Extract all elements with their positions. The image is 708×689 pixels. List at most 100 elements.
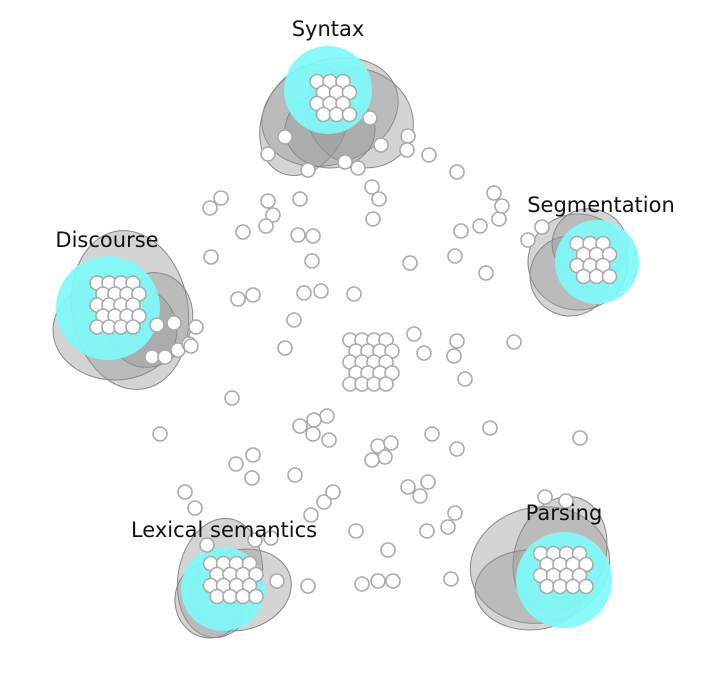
topic-node xyxy=(364,452,380,468)
topic-node xyxy=(478,265,494,281)
cluster-labels: Syntax Segmentation Discourse Lexical se… xyxy=(55,17,674,542)
topic-node xyxy=(354,576,370,592)
topic-node xyxy=(157,349,173,365)
topic-node xyxy=(494,198,510,214)
cluster-label-lexical-semantics: Lexical semantics xyxy=(131,518,317,542)
syntax-member-node xyxy=(315,106,332,123)
topic-node xyxy=(346,286,362,302)
nodes xyxy=(89,73,618,605)
lexical-semantics-member-node xyxy=(235,588,251,605)
topic-node xyxy=(152,426,168,442)
segmentation-member-node xyxy=(601,268,618,285)
topic-node xyxy=(472,218,488,234)
topic-node xyxy=(449,333,465,349)
topic-node xyxy=(319,408,335,424)
topic-node xyxy=(188,319,204,335)
topic-node xyxy=(224,390,240,406)
topic-node xyxy=(245,287,261,303)
topic-node xyxy=(377,449,393,465)
topic-node xyxy=(371,191,387,207)
topic-node xyxy=(292,418,308,434)
central-cluster-node xyxy=(378,376,394,392)
segmentation-member-node xyxy=(588,268,605,285)
topic-node xyxy=(304,253,320,269)
parsing-member-node xyxy=(565,578,581,595)
topic-node xyxy=(316,494,332,510)
parsing-member-node xyxy=(552,578,568,595)
cluster-label-discourse: Discourse xyxy=(55,228,158,252)
topic-node xyxy=(558,493,574,509)
topic-node xyxy=(305,228,321,244)
topic-node xyxy=(447,505,463,521)
topic-node xyxy=(177,484,193,500)
topic-node xyxy=(292,191,308,207)
topic-node xyxy=(402,255,418,271)
topic-node xyxy=(321,432,337,448)
topic-node xyxy=(385,573,401,589)
syntax-member-node xyxy=(328,106,345,123)
topic-node xyxy=(399,142,415,158)
cluster-label-segmentation: Segmentation xyxy=(527,193,675,217)
topic-node xyxy=(203,249,219,265)
topic-node xyxy=(420,474,436,490)
topic-node xyxy=(486,185,502,201)
topic-node xyxy=(537,489,553,505)
topic-node xyxy=(166,315,182,331)
topic-node xyxy=(300,578,316,594)
topic-node xyxy=(457,371,473,387)
topic-node xyxy=(491,211,507,227)
topic-node xyxy=(506,334,522,350)
topic-node xyxy=(400,128,416,144)
topic-node xyxy=(149,317,165,333)
topic-node xyxy=(400,479,416,495)
cluster-label-parsing: Parsing xyxy=(526,501,603,525)
topic-node xyxy=(260,193,276,209)
topic-node xyxy=(290,227,306,243)
topic-node xyxy=(362,110,378,126)
lexical-semantics-member-node xyxy=(222,588,238,605)
topic-node xyxy=(482,420,498,436)
topic-node xyxy=(449,164,465,180)
parsing-member-node xyxy=(539,578,555,595)
topic-node xyxy=(520,232,536,248)
discourse-member-node xyxy=(125,319,141,335)
topic-node xyxy=(453,223,469,239)
topic-node xyxy=(303,507,319,523)
topic-node xyxy=(244,470,260,486)
topic-node xyxy=(380,542,396,558)
topic-node xyxy=(440,519,456,535)
topic-node xyxy=(260,146,276,162)
topic-node xyxy=(230,291,246,307)
topic-node xyxy=(258,218,274,234)
topic-node xyxy=(364,179,380,195)
topic-node xyxy=(286,312,302,328)
topic-node xyxy=(572,430,588,446)
topic-node xyxy=(183,338,199,354)
segmentation-member-node xyxy=(575,268,592,285)
topic-node xyxy=(449,441,465,457)
topic-node xyxy=(265,207,281,223)
topic-node xyxy=(269,573,285,589)
topic-node xyxy=(199,537,215,553)
cluster-label-syntax: Syntax xyxy=(292,17,365,41)
topic-node xyxy=(534,219,550,235)
topic-node xyxy=(202,200,218,216)
topic-node xyxy=(306,412,322,428)
syntax-member-node xyxy=(341,106,358,123)
topic-node xyxy=(412,488,428,504)
topic-node xyxy=(446,348,462,364)
topic-node xyxy=(300,162,316,178)
topic-node xyxy=(277,340,293,356)
parsing-member-node xyxy=(578,578,594,595)
topic-node xyxy=(373,137,389,153)
topic-node xyxy=(287,467,303,483)
topic-node xyxy=(325,484,341,500)
topic-node xyxy=(350,160,366,176)
topic-node xyxy=(406,326,422,342)
topic-node xyxy=(365,211,381,227)
topic-node xyxy=(305,426,321,442)
topic-node xyxy=(296,285,312,301)
topic-node xyxy=(383,435,399,451)
topic-node xyxy=(447,248,463,264)
